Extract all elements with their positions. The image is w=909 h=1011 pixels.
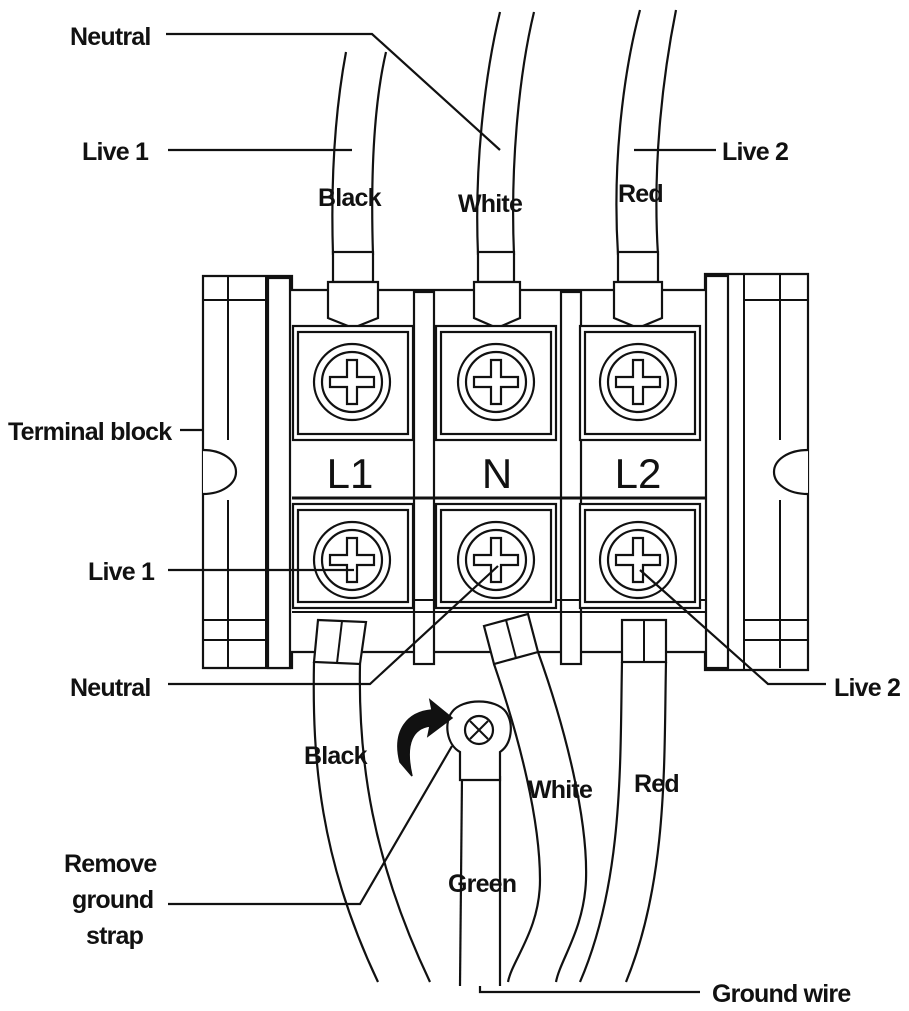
bottom-white-wire — [492, 651, 588, 983]
wire-label-white-bottom: White — [528, 776, 593, 804]
callout-live2-bottom: Live 2 — [834, 674, 900, 702]
callout-labels: Neutral Live 1 Live 2 Terminal block Liv… — [8, 23, 901, 1008]
curved-arrow-icon — [397, 698, 454, 777]
terminal-label-l1: L1 — [327, 450, 374, 497]
callout-neutral-top: Neutral — [70, 23, 151, 51]
terminal-screws — [291, 324, 702, 610]
bottom-black-wire — [312, 661, 431, 983]
green-ground-wire — [458, 775, 502, 987]
callout-neutral-bottom: Neutral — [70, 674, 151, 702]
top-red-wire — [615, 9, 678, 256]
top-white-wire — [476, 11, 536, 256]
bottom-wires — [312, 651, 668, 987]
callout-remove-line3: strap — [86, 922, 144, 950]
wire-label-red-top: Red — [618, 180, 663, 208]
top-ferrules — [326, 250, 664, 330]
top-black-wire — [331, 51, 388, 256]
callout-live1-top: Live 1 — [82, 138, 149, 166]
screw-lower-n — [456, 520, 536, 600]
ground-ring-terminal — [446, 700, 512, 782]
callout-remove-line2: ground — [72, 886, 153, 914]
screw-lower-l1 — [312, 520, 392, 600]
terminal-label-n: N — [482, 450, 512, 497]
wire-label-black-bottom: Black — [304, 742, 368, 770]
callout-ground-wire: Ground wire — [712, 980, 851, 1006]
wire-label-green: Green — [448, 870, 516, 898]
wire-label-white-top: White — [458, 190, 523, 218]
callout-terminal-block: Terminal block — [8, 418, 172, 446]
screw-upper-l2 — [598, 342, 678, 422]
callout-remove-line1: Remove — [64, 850, 157, 878]
screw-upper-n — [456, 342, 536, 422]
bottom-ferrules — [312, 612, 668, 666]
screw-lower-l2 — [598, 520, 678, 600]
leader-lines — [166, 32, 826, 994]
top-wires — [331, 9, 678, 256]
wire-label-red-bottom: Red — [634, 770, 679, 798]
terminal-label-l2: L2 — [615, 450, 662, 497]
callout-live2-top: Live 2 — [722, 138, 788, 166]
callout-live1-bottom: Live 1 — [88, 558, 155, 586]
screw-upper-l1 — [312, 342, 392, 422]
bottom-red-wire — [578, 661, 668, 983]
wire-labels: Black White Red Black White Red Green — [304, 180, 680, 898]
wire-label-black-top: Black — [318, 184, 382, 212]
